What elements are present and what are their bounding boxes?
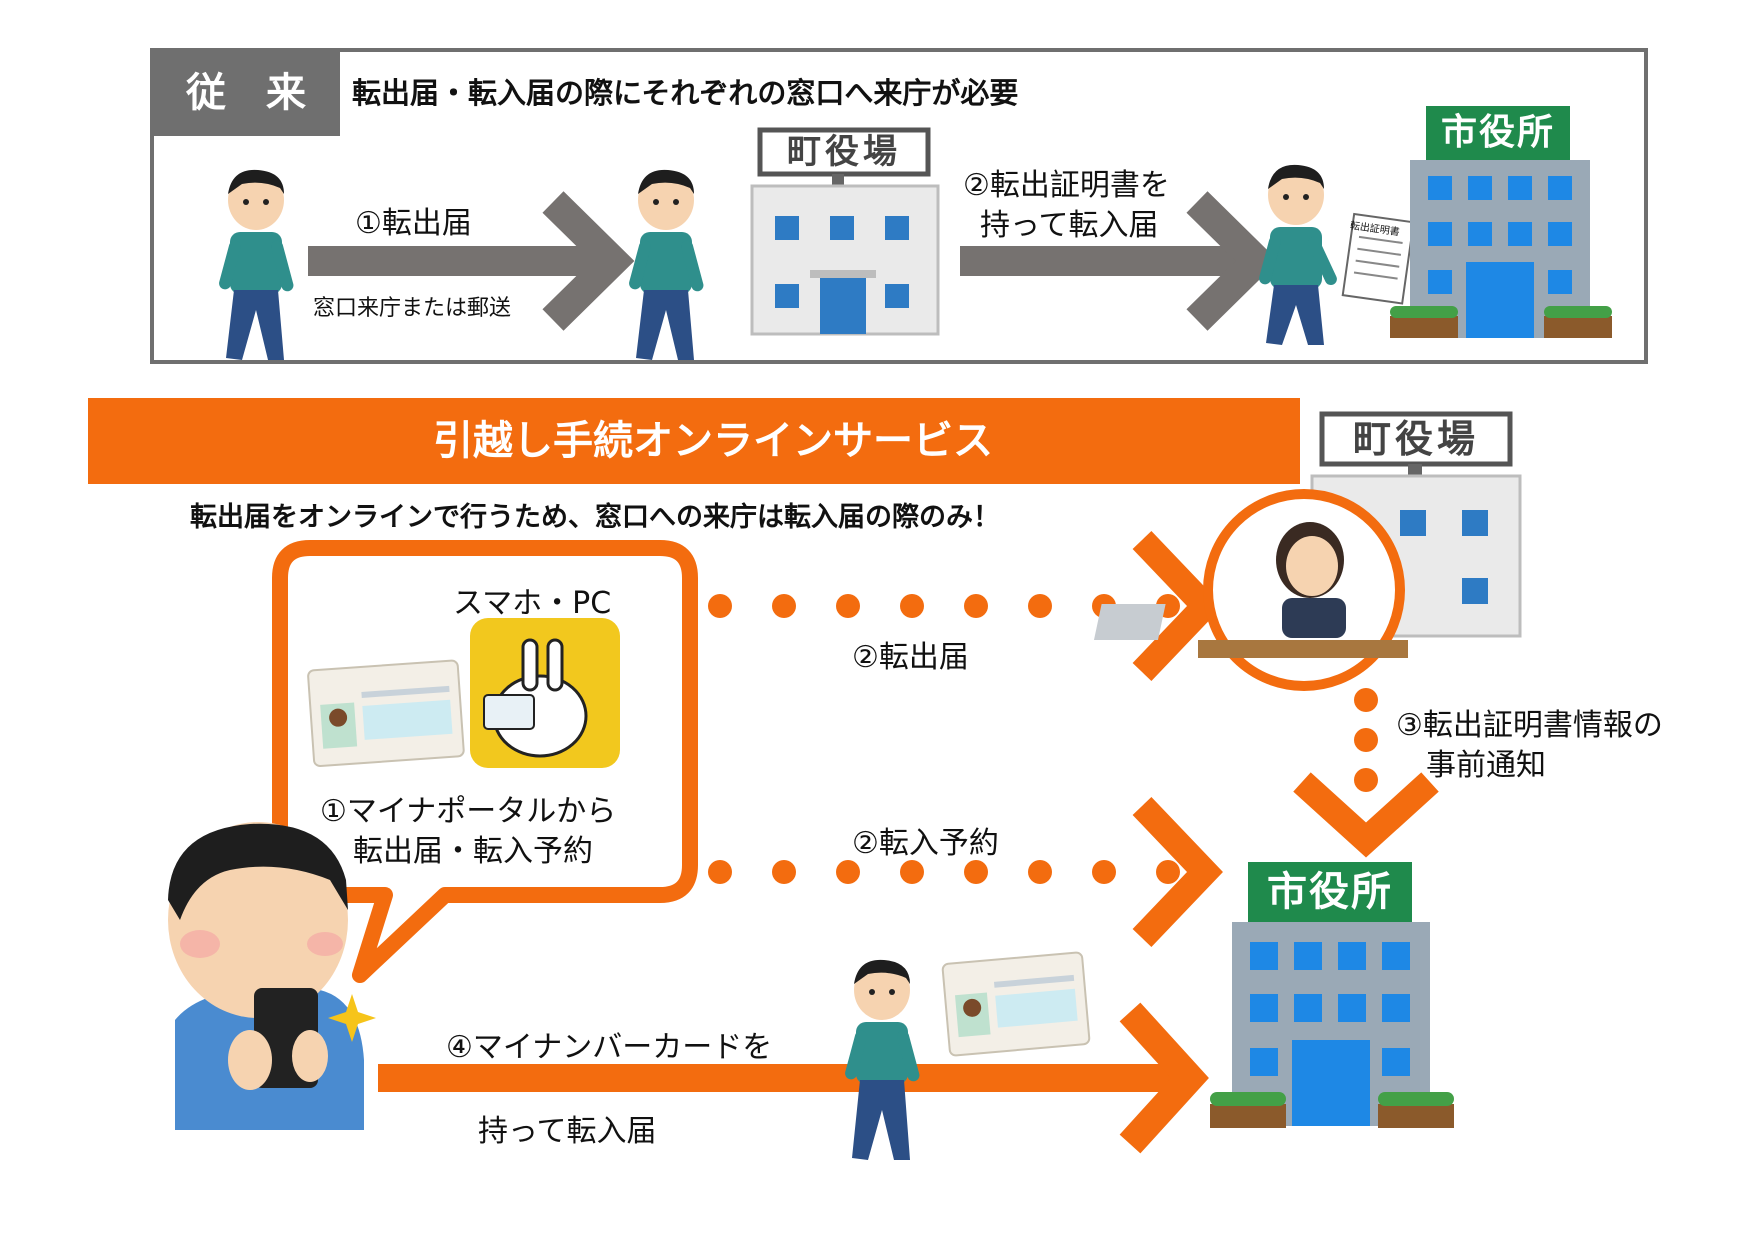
person-icon [1259,164,1337,345]
step2-out-label: ②転出届 [852,640,969,675]
mynumber-card-icon [941,951,1091,1057]
portal-line1: ①マイナポータルから [320,794,617,829]
traditional-tag: 従 来 [152,50,340,136]
gray-arrow-2 [960,191,1279,331]
town-office-building-icon [750,127,940,336]
mynumber-card-icon [307,659,465,768]
town-office-sign: 町役場 [787,132,901,172]
step4-line1: ④マイナンバーカードを [446,1030,773,1065]
online-banner [88,398,1300,484]
online-banner-title: 引越し手続オンラインサービス [433,418,993,464]
traditional-step1-sub: 窓口来庁または郵送 [313,296,512,321]
traditional-frame [150,48,1648,364]
traditional-step2-line1: ②転出証明書を [963,168,1170,203]
clerk-icon [1093,489,1408,691]
mynaportal-app-icon [470,618,620,768]
sparkle-icon [328,994,376,1042]
city-office-building-icon [1390,106,1612,338]
city-office-sign: 市役所 [1267,869,1393,915]
traditional-step2-line2: 持って転入届 [980,208,1159,243]
town-office-sign: 町役場 [1352,417,1479,461]
online-subheadline: 転出届をオンラインで行うため、窓口への来庁は転入届の際のみ！ [190,502,1000,533]
step3-line2: 事前通知 [1426,748,1546,783]
dotted-arrow-in [708,797,1223,947]
gray-arrow-1 [308,191,635,331]
person-icon [629,169,704,360]
city-office-sign: 市役所 [1440,112,1555,153]
person-icon [845,959,920,1160]
city-office-building-icon [1210,862,1454,1128]
step4-line2: 持って転入届 [478,1114,657,1149]
certificate-icon [1341,212,1415,305]
person-icon [219,169,294,360]
man-with-phone-icon [168,822,364,1130]
portal-line2: 転出届・転入予約 [353,834,593,869]
dotted-arrow-down [1293,688,1439,858]
step2-in-label: ②転入予約 [852,826,999,861]
step3-line1: ③転出証明書情報の [1396,708,1663,743]
device-label: スマホ・PC [453,586,612,621]
traditional-headline: 転出届・転入届の際にそれぞれの窓口へ来庁が必要 [352,76,1019,110]
solid-arrow-step4 [378,1002,1209,1154]
traditional-step1-label: ①転出届 [355,206,472,241]
